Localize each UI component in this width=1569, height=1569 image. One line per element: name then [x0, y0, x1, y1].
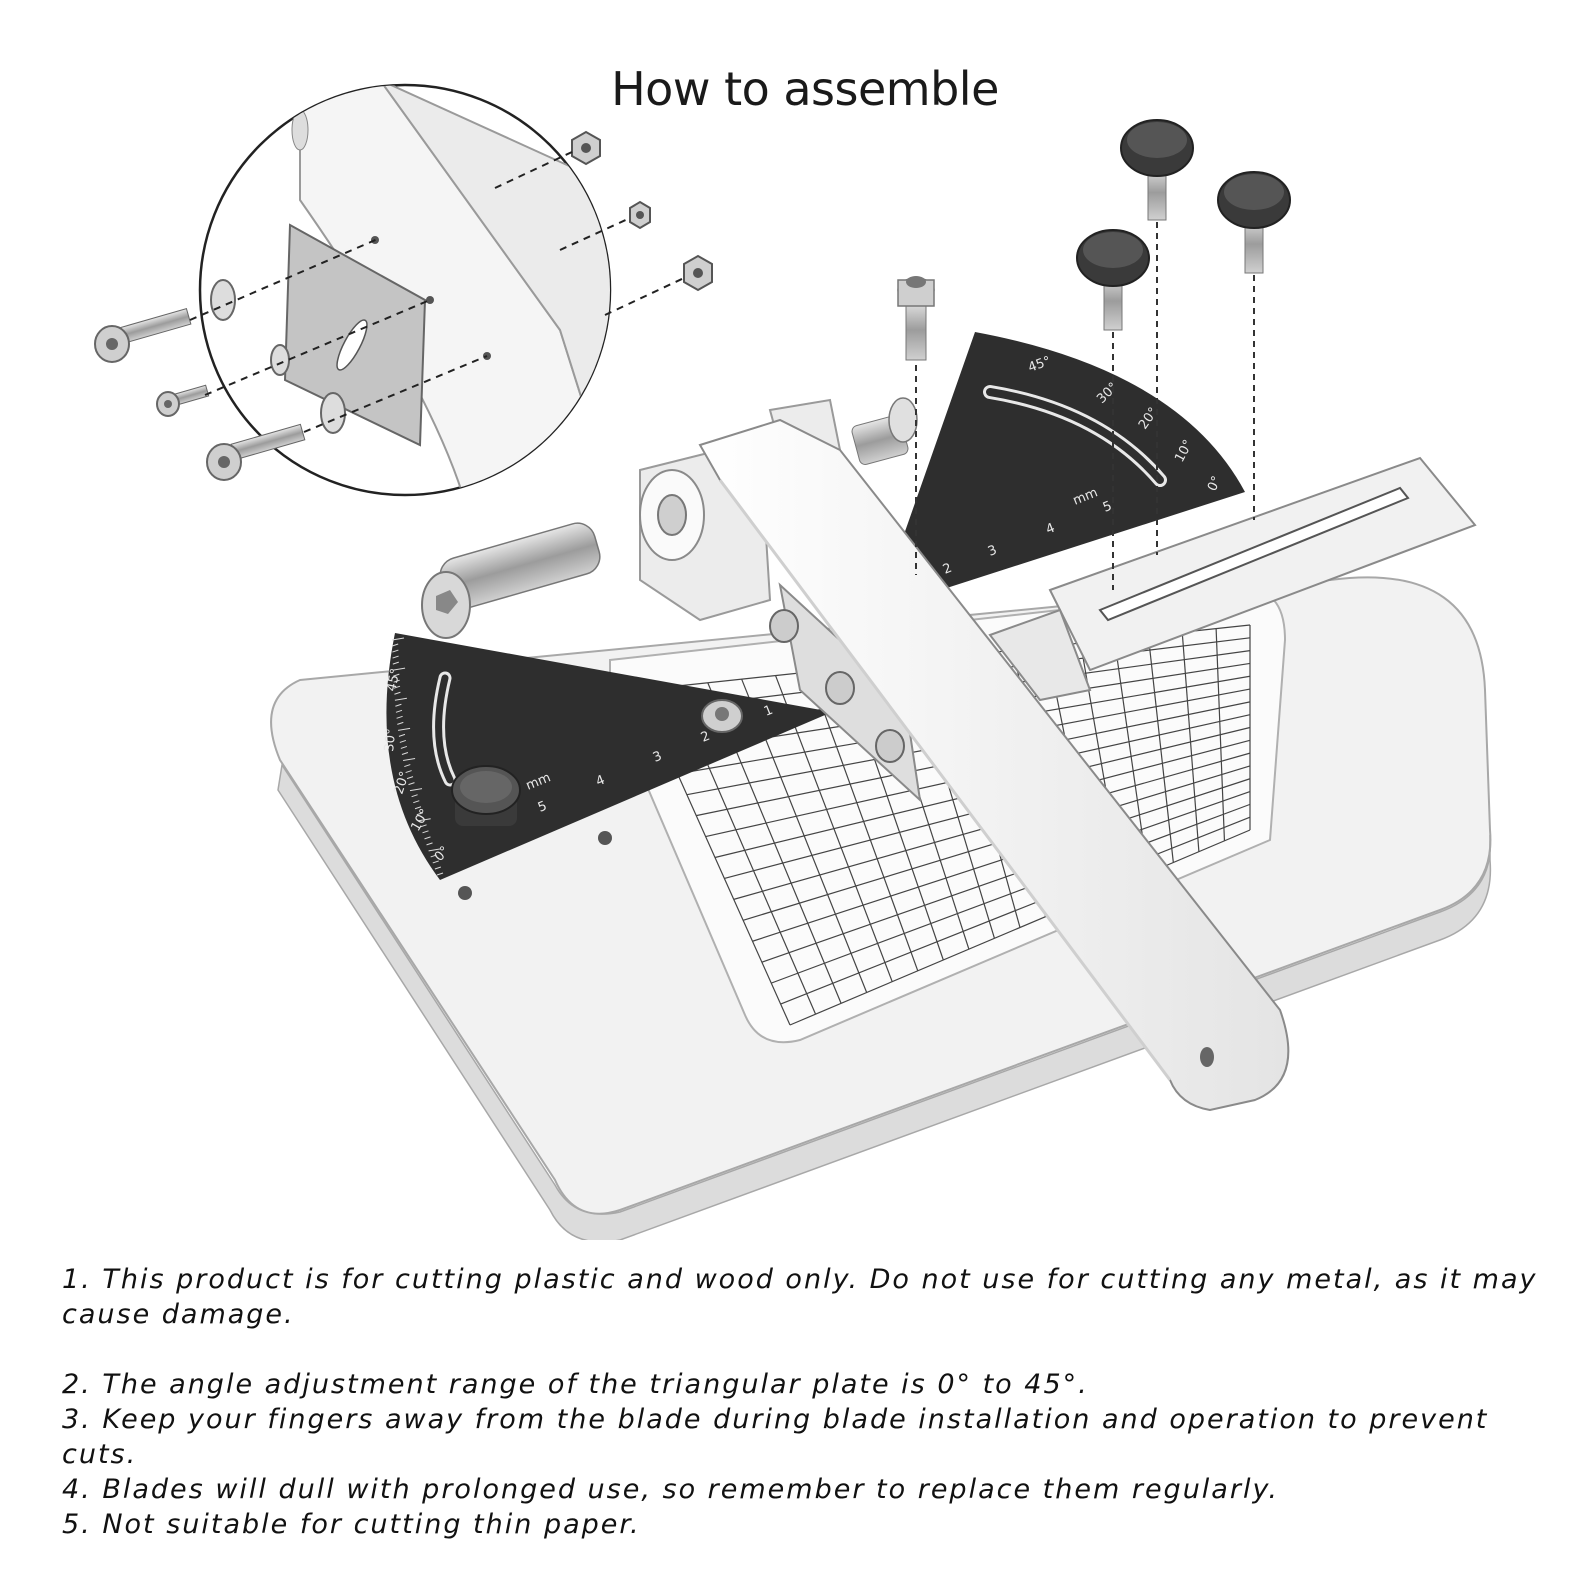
board-hole	[598, 831, 612, 845]
hinge-pin	[421, 522, 601, 639]
left-angle-label: 45°	[384, 667, 403, 693]
thumb-knob	[1120, 119, 1194, 221]
board-hole	[458, 886, 472, 900]
cap-screw	[897, 276, 935, 361]
instruction-2: 2. The angle adjustment range of the tri…	[62, 1369, 1089, 1400]
hex-nut	[683, 254, 713, 292]
long-screw	[94, 308, 192, 363]
short-screw	[156, 384, 210, 417]
instruction-5: 5. Not suitable for cutting thin paper.	[62, 1509, 641, 1540]
left-knob	[451, 765, 521, 826]
instruction-1: 1. This product is for cutting plastic a…	[62, 1264, 1538, 1330]
thumb-knob	[1076, 229, 1150, 331]
slotted-guide-bar	[988, 456, 1477, 702]
left-plate-nut	[701, 699, 743, 733]
left-angle-label: 20°	[392, 770, 413, 797]
assembly-diagram: 45° 30° 20° 10° 0° mm 5 4 3 2 1 45° 30° …	[94, 83, 1492, 1240]
long-screw	[206, 423, 306, 481]
fence-bracket	[769, 582, 922, 803]
detail-magnifier	[198, 83, 612, 497]
right-protractor-plate: 45° 30° 20° 10° 0° mm 5 4 3 2	[895, 332, 1245, 595]
instructions: 1. This product is for cutting plastic a…	[62, 1262, 1542, 1542]
thumb-knob	[1217, 171, 1291, 274]
detail-guide-lines	[189, 151, 685, 433]
hex-nut	[629, 200, 651, 230]
hex-nut	[571, 130, 601, 166]
instruction-4: 4. Blades will dull with prolonged use, …	[62, 1474, 1279, 1505]
right-angle-label: 0°	[1205, 474, 1225, 494]
threaded-bolt	[851, 397, 918, 465]
left-angle-label: 30°	[382, 728, 399, 752]
right-angle-label: 45°	[1026, 354, 1053, 376]
page-title: How to assemble	[611, 62, 999, 116]
instruction-3: 3. Keep your fingers away from the blade…	[62, 1404, 1489, 1470]
cutting-arm	[698, 418, 1290, 1112]
guide-lines	[915, 222, 1255, 590]
